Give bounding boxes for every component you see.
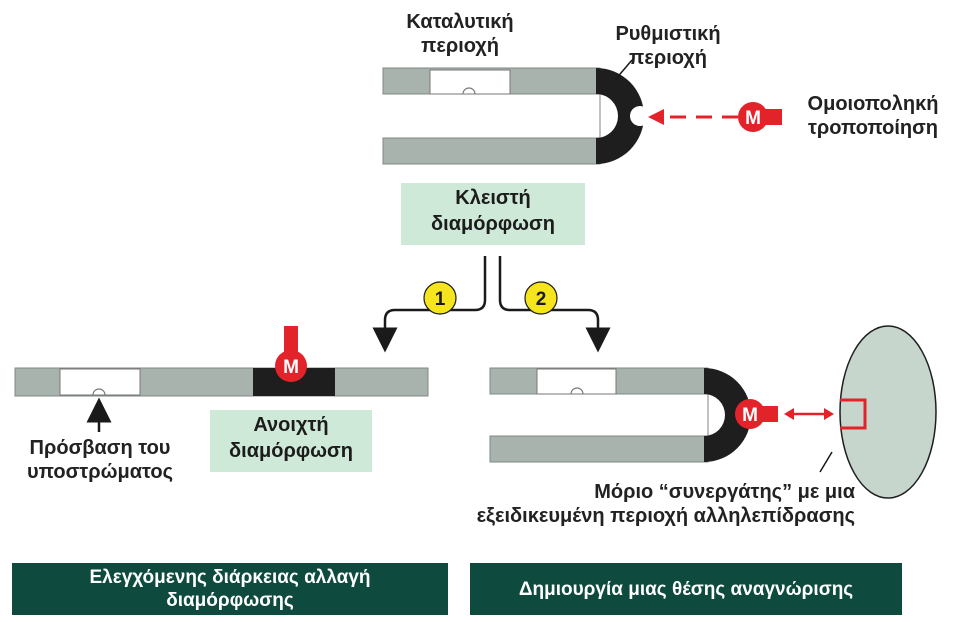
open-label-line1: Ανοιχτή — [253, 414, 329, 436]
regulatory-leader-line — [614, 59, 633, 81]
partner-molecule — [839, 325, 937, 499]
partner-molecule-label: Μόριο “συνεργάτης” με μια εξειδικευμένη … — [470, 480, 855, 528]
open-label-line2: διαμόρφωση — [229, 440, 353, 462]
branch-arrows: 1 2 — [372, 256, 611, 353]
substrate-label-line2: υποστρώματος — [26, 461, 173, 483]
footer-right-banner: Δημιουργία μιας θέσης αναγνώρισης — [470, 563, 902, 615]
m-symbol-recognition: M — [742, 405, 758, 426]
recognition-regulatory-domain — [704, 368, 751, 462]
m-modification-icon — [735, 399, 765, 429]
regulatory-label-line2: περιοχή — [629, 47, 707, 69]
footer-right-line1: Δημιουργία μιας θέσης αναγνώρισης — [518, 578, 854, 600]
substrate-label-line1: Πρόσβαση του — [29, 437, 171, 459]
closed-protein — [382, 67, 650, 165]
open-protein: M — [14, 326, 429, 397]
closed-conformation-label: Κλειστή διαμόρφωση — [401, 183, 585, 245]
recognition-catalytic-site — [536, 368, 617, 395]
m-modification-icon — [738, 102, 768, 132]
pathway-2-badge — [524, 281, 558, 315]
partner-label-line2: εξειδικευμένη περιοχή αλληλεπίδρασης — [476, 505, 855, 527]
substrate-access-label: Πρόσβαση του υποστρώματος — [10, 436, 190, 484]
interaction-arrow — [784, 408, 834, 420]
open-conformation-label: Ανοιχτή διαμόρφωση — [210, 410, 372, 472]
partner-label-line1: Μόριο “συνεργάτης” με μια — [594, 481, 855, 503]
pathway-1-badge — [423, 281, 457, 315]
catalytic-region-label: Καταλυτική περιοχή — [385, 10, 535, 58]
covalent-modification-arrow: M — [648, 102, 782, 132]
open-catalytic-site — [59, 368, 141, 396]
open-active-pocket — [92, 388, 106, 396]
partner-interaction-site — [840, 398, 867, 430]
closed-label-line2: διαμόρφωση — [431, 213, 555, 235]
closed-regulatory-domain — [596, 68, 644, 164]
closed-label-line1: Κλειστή — [455, 187, 531, 209]
covalent-label-line1: Ομοιοποληκή — [807, 93, 939, 115]
partner-leader-line — [819, 451, 833, 473]
footer-left-banner: Ελεγχόμενης διάρκειας αλλαγή διαμόρφωσης — [12, 563, 448, 615]
m-symbol-top: M — [745, 108, 761, 129]
catalytic-label-line2: περιοχή — [421, 35, 499, 57]
closed-active-pocket — [462, 87, 476, 95]
m-symbol-open: M — [283, 357, 299, 378]
pathway-1-number: 1 — [435, 289, 446, 310]
regulatory-region-label: Ρυθμιστική περιοχή — [598, 22, 738, 70]
m-modification-icon — [275, 350, 307, 382]
covalent-label-line2: τροποποίηση — [807, 117, 939, 139]
recognition-active-pocket — [570, 387, 584, 395]
pathway-2-number: 2 — [536, 289, 547, 310]
catalytic-label-line1: Καταλυτική — [406, 11, 514, 33]
closed-binding-notch — [630, 106, 650, 126]
footer-left-line1: Ελεγχόμενης διάρκειας αλλαγή — [89, 567, 371, 588]
partner-molecule-ellipse — [839, 325, 937, 499]
covalent-modification-label: Ομοιοποληκή τροποποίηση — [793, 92, 953, 140]
footer-left-line2: διαμόρφωσης — [166, 590, 294, 611]
regulatory-label-line1: Ρυθμιστική — [615, 23, 721, 45]
recognition-protein: M — [489, 367, 778, 463]
closed-catalytic-site — [429, 69, 511, 95]
